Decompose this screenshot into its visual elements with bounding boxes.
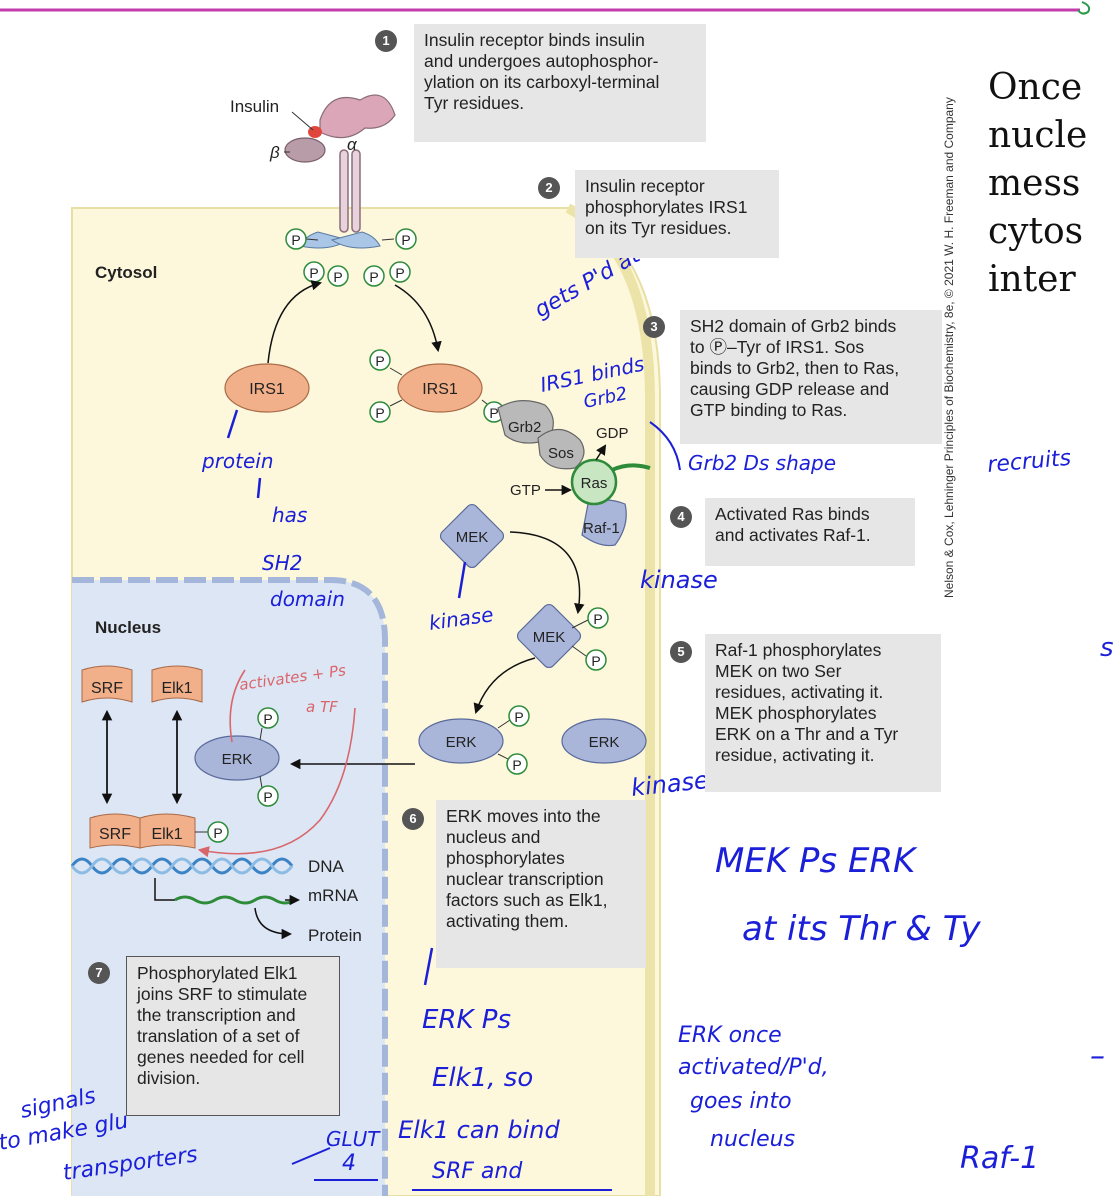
note-at-thr: at its Thr & Ty [742, 909, 982, 949]
step-5-callout: Raf-1 phosphorylates MEK on two Ser resi… [705, 634, 941, 792]
step-badge: 7 [88, 962, 110, 984]
phosphate-label: P [591, 653, 600, 669]
note-dash: – [1090, 1039, 1105, 1074]
step-badge: 4 [670, 506, 692, 528]
sos-label: Sos [548, 445, 574, 462]
phosphate-label: P [489, 405, 498, 421]
note-activated: activated/P'd, [678, 1055, 829, 1080]
alpha-subunit-label: α [347, 135, 358, 154]
step-badge: 2 [538, 177, 560, 199]
note-srf-and: SRF and [432, 1159, 523, 1184]
step-6-text: ERK moves into the nucleus and phosphory… [446, 806, 646, 932]
note-sh2: SH2 [262, 551, 302, 575]
phosphate-label: P [401, 232, 410, 248]
step-badge: 3 [643, 316, 665, 338]
phosphate-label: P [369, 269, 378, 285]
note-raf: Raf-1 [960, 1141, 1039, 1176]
note-goes-into: goes into [690, 1089, 792, 1114]
insulin-label: Insulin [230, 97, 279, 116]
note-grb2-shape: Grb2 Ds shape [688, 451, 836, 475]
phosphate-label: P [395, 265, 404, 281]
phosphate-label: P [593, 611, 602, 627]
step-3-text: SH2 domain of Grb2 binds to Ⓟ–Tyr of IRS… [690, 316, 942, 421]
step-badge: 5 [670, 641, 692, 663]
srf-label: SRF [91, 680, 123, 697]
step-4-callout: Activated Ras binds and activates Raf-1. [705, 498, 915, 566]
phosphate-label: P [309, 265, 318, 281]
note-elk1-so: Elk1, so [432, 1063, 533, 1093]
mek-label: MEK [533, 629, 566, 646]
note-erk-once: ERK once [678, 1023, 782, 1048]
phosphate-label: P [263, 789, 272, 805]
step-6-callout: ERK moves into the nucleus and phosphory… [436, 800, 646, 968]
phosphate-label: P [213, 825, 222, 841]
note-mek-ps-erk: MEK Ps ERK [715, 841, 918, 881]
srf-label: SRF [99, 826, 131, 843]
erk-label: ERK [589, 734, 620, 751]
note-erk-ps: ERK Ps [422, 1005, 511, 1035]
elk1-label: Elk1 [151, 826, 182, 843]
step-badge: 1 [375, 30, 397, 52]
phosphate-label: P [263, 711, 272, 727]
gtp-label: GTP [510, 482, 541, 499]
note-has: has [272, 503, 307, 527]
erk-label: ERK [222, 751, 253, 768]
note-recruits: recruits [986, 446, 1072, 478]
phosphate-label: P [375, 353, 384, 369]
step-badge: 6 [402, 808, 424, 830]
note-nucleus: nucleus [710, 1127, 795, 1152]
phosphate-label: P [291, 232, 300, 248]
note-protein: protein [201, 449, 274, 473]
step-1-text: Insulin receptor binds insulin and under… [424, 30, 706, 114]
erk-label: ERK [446, 734, 477, 751]
dna-label: DNA [308, 857, 345, 876]
annotation-tf: a TF [306, 698, 338, 716]
note-elk1-bind: Elk1 can bind [398, 1116, 560, 1144]
note-glut: GLUT [326, 1127, 381, 1151]
ras-label: Ras [581, 475, 608, 492]
cytosol-label: Cytosol [95, 263, 157, 282]
step-2-callout: Insulin receptor phosphorylates IRS1 on … [575, 170, 779, 258]
protein-label: Protein [308, 926, 362, 945]
irs1-label: IRS1 [249, 381, 285, 398]
step-3-callout: SH2 domain of Grb2 binds to Ⓟ–Tyr of IRS… [680, 310, 942, 444]
phosphate-label: P [512, 757, 521, 773]
step-7-callout: Phosphorylated Elk1 joins SRF to stimula… [126, 956, 340, 1116]
phosphate-label: P [333, 269, 342, 285]
step-4-text: Activated Ras binds and activates Raf-1. [715, 504, 915, 546]
irs1-label: IRS1 [422, 381, 458, 398]
beta-subunit-label: β [269, 143, 280, 162]
raf1-label: Raf-1 [583, 520, 620, 537]
mek-label: MEK [456, 529, 489, 546]
step-7-text: Phosphorylated Elk1 joins SRF to stimula… [137, 963, 339, 1089]
phosphate-label: P [375, 405, 384, 421]
phosphate-label: P [514, 709, 523, 725]
elk1-label: Elk1 [161, 680, 192, 697]
slide-body-text: Once nucle mess cytos inter [988, 64, 1116, 304]
mrna-label: mRNA [308, 886, 359, 905]
note-s-fragment: s [1100, 633, 1114, 663]
note-four: 4 [342, 1151, 356, 1176]
note-kinase-raf: kinase [640, 566, 718, 594]
note-domain: domain [270, 587, 345, 611]
step-1-callout: Insulin receptor binds insulin and under… [414, 24, 706, 142]
grb2-label: Grb2 [508, 419, 541, 436]
step-5-text: Raf-1 phosphorylates MEK on two Ser resi… [715, 640, 941, 766]
figure-credit: Nelson & Cox, Lehninger Principles of Bi… [942, 97, 956, 598]
gdp-label: GDP [596, 425, 629, 442]
nucleus-label: Nucleus [95, 618, 161, 637]
step-2-text: Insulin receptor phosphorylates IRS1 on … [585, 176, 779, 239]
